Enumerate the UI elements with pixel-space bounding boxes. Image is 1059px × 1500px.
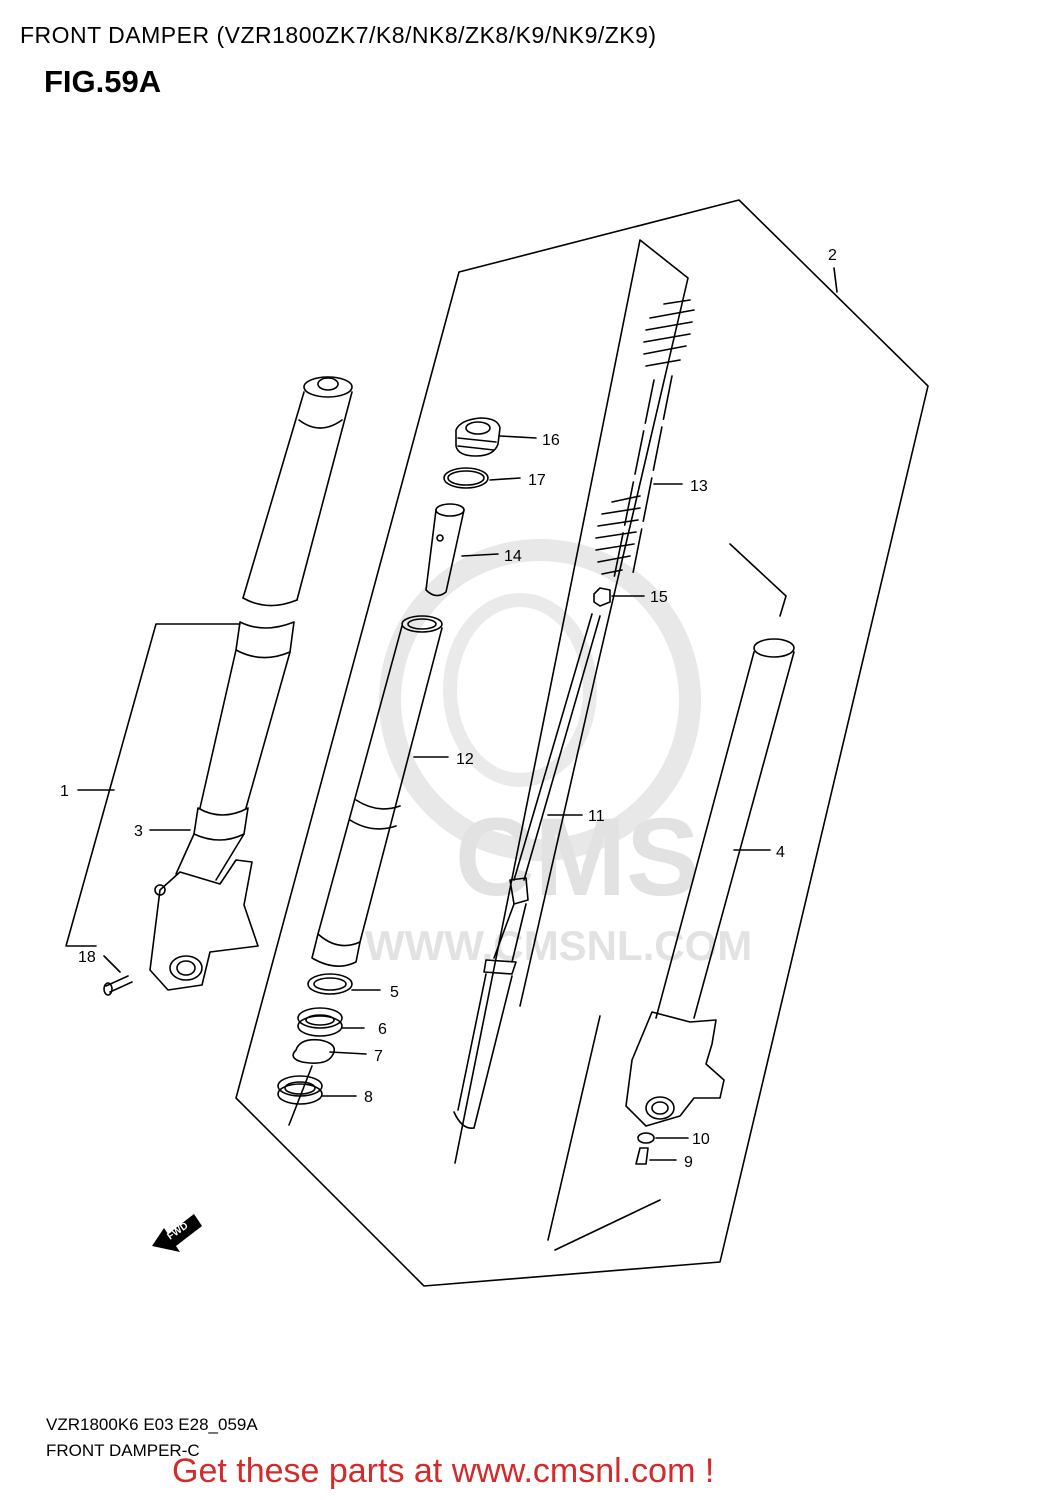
bracket-part-4-group	[547, 543, 787, 1251]
callout-2: 2	[828, 247, 837, 264]
right-fork-tube-part-4	[625, 638, 795, 1127]
bush-part-8	[277, 1075, 323, 1105]
cap-part-16	[455, 417, 501, 457]
diagram-code: VZR1800K6 E03 E28_059A	[46, 1415, 258, 1434]
figure-number: FIG.59A	[44, 64, 162, 99]
forward-direction-arrow: FWD	[152, 1214, 202, 1252]
bracket-part-2	[235, 199, 929, 1287]
callout-4: 4	[776, 844, 785, 861]
bracket-inner-damper	[454, 239, 689, 1164]
page-title: FRONT DAMPER (VZR1800ZK7/K8/NK8/ZK8/K9/N…	[20, 22, 657, 48]
bracket-part-1	[65, 623, 241, 947]
o-ring-part-17	[443, 467, 489, 489]
callout-6: 6	[378, 1021, 387, 1038]
left-fork-assembly-part-3	[149, 376, 353, 991]
nut-part-15	[593, 587, 611, 607]
callout-18: 18	[78, 949, 96, 966]
promo-banner-link[interactable]: Get these parts at www.cmsnl.com !	[172, 1452, 715, 1490]
bolt-part-9	[635, 1147, 649, 1165]
callout-16: 16	[542, 432, 560, 449]
callout-10: 10	[692, 1131, 710, 1148]
collar-part-14	[425, 503, 465, 597]
watermark-url: WWW.CMSNL.COM	[365, 922, 752, 969]
callout-17: 17	[528, 472, 546, 489]
callout-9: 9	[684, 1154, 693, 1171]
inner-tube-part-12	[311, 615, 443, 967]
dust-seal-part-5	[307, 973, 353, 995]
callout-14: 14	[504, 548, 522, 565]
diagram-name: FRONT DAMPER-C	[46, 1441, 200, 1460]
callout-8: 8	[364, 1089, 373, 1106]
oil-seal-part-6	[297, 1007, 343, 1037]
watermark-logo: CMS WWW.CMSNL.COM	[365, 539, 752, 969]
washer-part-10	[637, 1132, 655, 1144]
callout-1: 1	[60, 783, 69, 800]
callout-3: 3	[134, 823, 143, 840]
callout-labels: 1 2 3 4 5 6 7 8 9 10 11 12 13 14 15 16 1…	[60, 247, 837, 1171]
watermark-brand: CMS	[455, 796, 699, 919]
callout-5: 5	[390, 984, 399, 1001]
spring-part-13	[595, 299, 695, 579]
leader-lines	[103, 435, 771, 1161]
damper-rod-part-11	[453, 613, 601, 1129]
stopper-ring-part-7	[292, 1038, 336, 1064]
callout-15: 15	[650, 589, 668, 606]
callout-11: 11	[588, 808, 605, 825]
bolt-part-18	[103, 975, 133, 996]
callout-7: 7	[374, 1048, 383, 1065]
callout-13: 13	[690, 478, 708, 495]
callout-12: 12	[456, 751, 474, 768]
